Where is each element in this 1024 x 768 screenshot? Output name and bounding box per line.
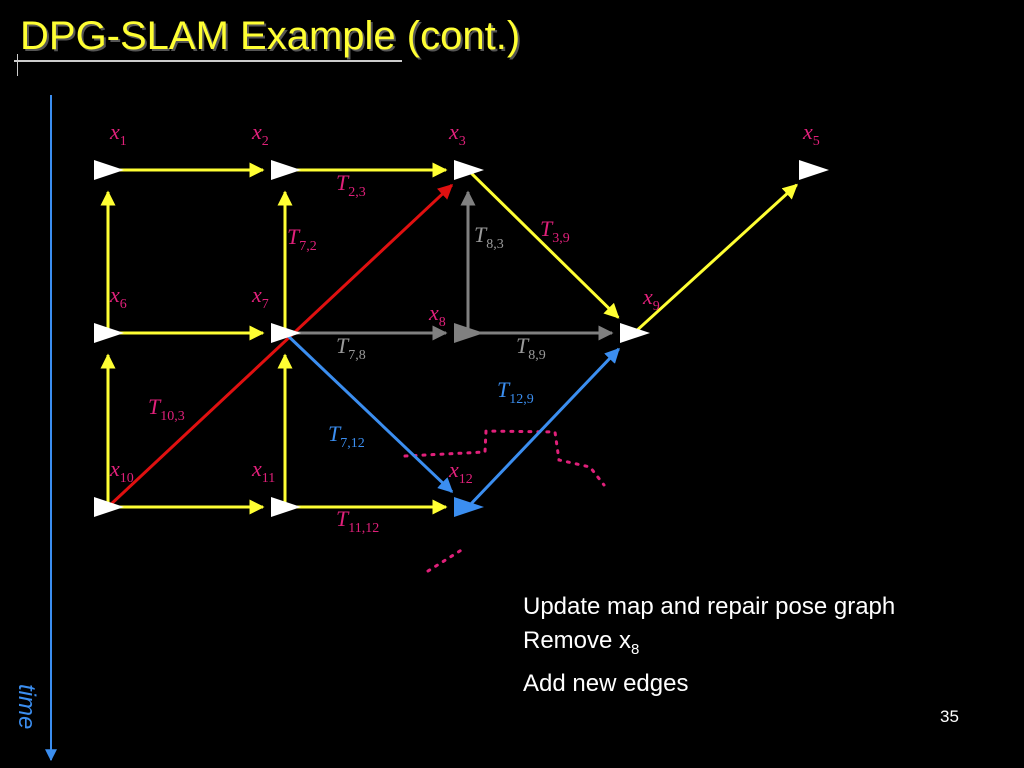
note-remove-sub: 8 xyxy=(631,640,640,658)
slide-title: DPG-SLAM Example (cont.) xyxy=(20,14,521,58)
edge-label-x3-x9: T3,9 xyxy=(540,216,570,246)
edge-label-x10-x3: T10,3 xyxy=(148,394,185,424)
node-x6 xyxy=(94,323,124,343)
note-add-edges: Add new edges xyxy=(523,669,689,697)
edge-label-x8-x3: T8,3 xyxy=(474,222,504,252)
note-remove-node: Remove x8 xyxy=(523,624,895,667)
node-x7 xyxy=(271,323,301,343)
edge-label-x7-x2: T7,2 xyxy=(287,224,317,254)
node-x8 xyxy=(454,323,484,343)
node-label-x3: x3 xyxy=(448,119,466,149)
edge-label-x8-x9: T8,9 xyxy=(516,333,546,363)
edges-layer xyxy=(100,162,798,515)
time-axis-label: time xyxy=(13,684,40,730)
edge-x10-x3 xyxy=(109,183,454,506)
edge-label-x7-x12: T7,12 xyxy=(328,421,365,451)
node-label-x5: x5 xyxy=(802,119,820,149)
dotted-outline-1 xyxy=(403,429,606,487)
edge-label-x7-x8: T7,8 xyxy=(336,333,366,363)
edge-x7-x12 xyxy=(286,334,454,493)
node-label-x9: x9 xyxy=(642,284,660,314)
nodes-layer xyxy=(94,160,829,517)
node-x10 xyxy=(94,497,124,517)
node-x9 xyxy=(620,323,650,343)
edge-x12-x9 xyxy=(469,347,620,506)
node-x3 xyxy=(454,160,484,180)
node-label-x2: x2 xyxy=(251,119,269,149)
node-x2 xyxy=(271,160,301,180)
edge-x3-x9 xyxy=(469,171,620,319)
edge-label-x2-x3: T2,3 xyxy=(336,170,366,200)
dotted-outline-2 xyxy=(426,547,465,573)
node-label-x1: x1 xyxy=(109,119,127,149)
page-number: 35 xyxy=(940,707,959,726)
node-label-x10: x10 xyxy=(109,456,134,486)
edge-label-x11-x12: T11,12 xyxy=(336,506,379,536)
title-underline xyxy=(14,60,402,62)
node-label-x6: x6 xyxy=(109,282,127,312)
note-remove-text: Remove x xyxy=(523,627,632,654)
node-x5 xyxy=(799,160,829,180)
node-label-x7: x7 xyxy=(251,282,269,312)
node-label-x12: x12 xyxy=(448,457,473,487)
slide-notes: Update map and repair pose graph Remove … xyxy=(523,590,895,701)
node-label-x11: x11 xyxy=(251,456,275,486)
node-x11 xyxy=(271,497,301,517)
edge-label-x12-x9: T12,9 xyxy=(497,377,534,407)
edge-x9-x5 xyxy=(635,183,798,332)
title-tick xyxy=(17,54,18,76)
note-update-map: Update map and repair pose graph xyxy=(523,593,896,620)
node-x12 xyxy=(454,497,484,517)
node-x1 xyxy=(94,160,124,180)
node-label-x8: x8 xyxy=(428,300,446,330)
